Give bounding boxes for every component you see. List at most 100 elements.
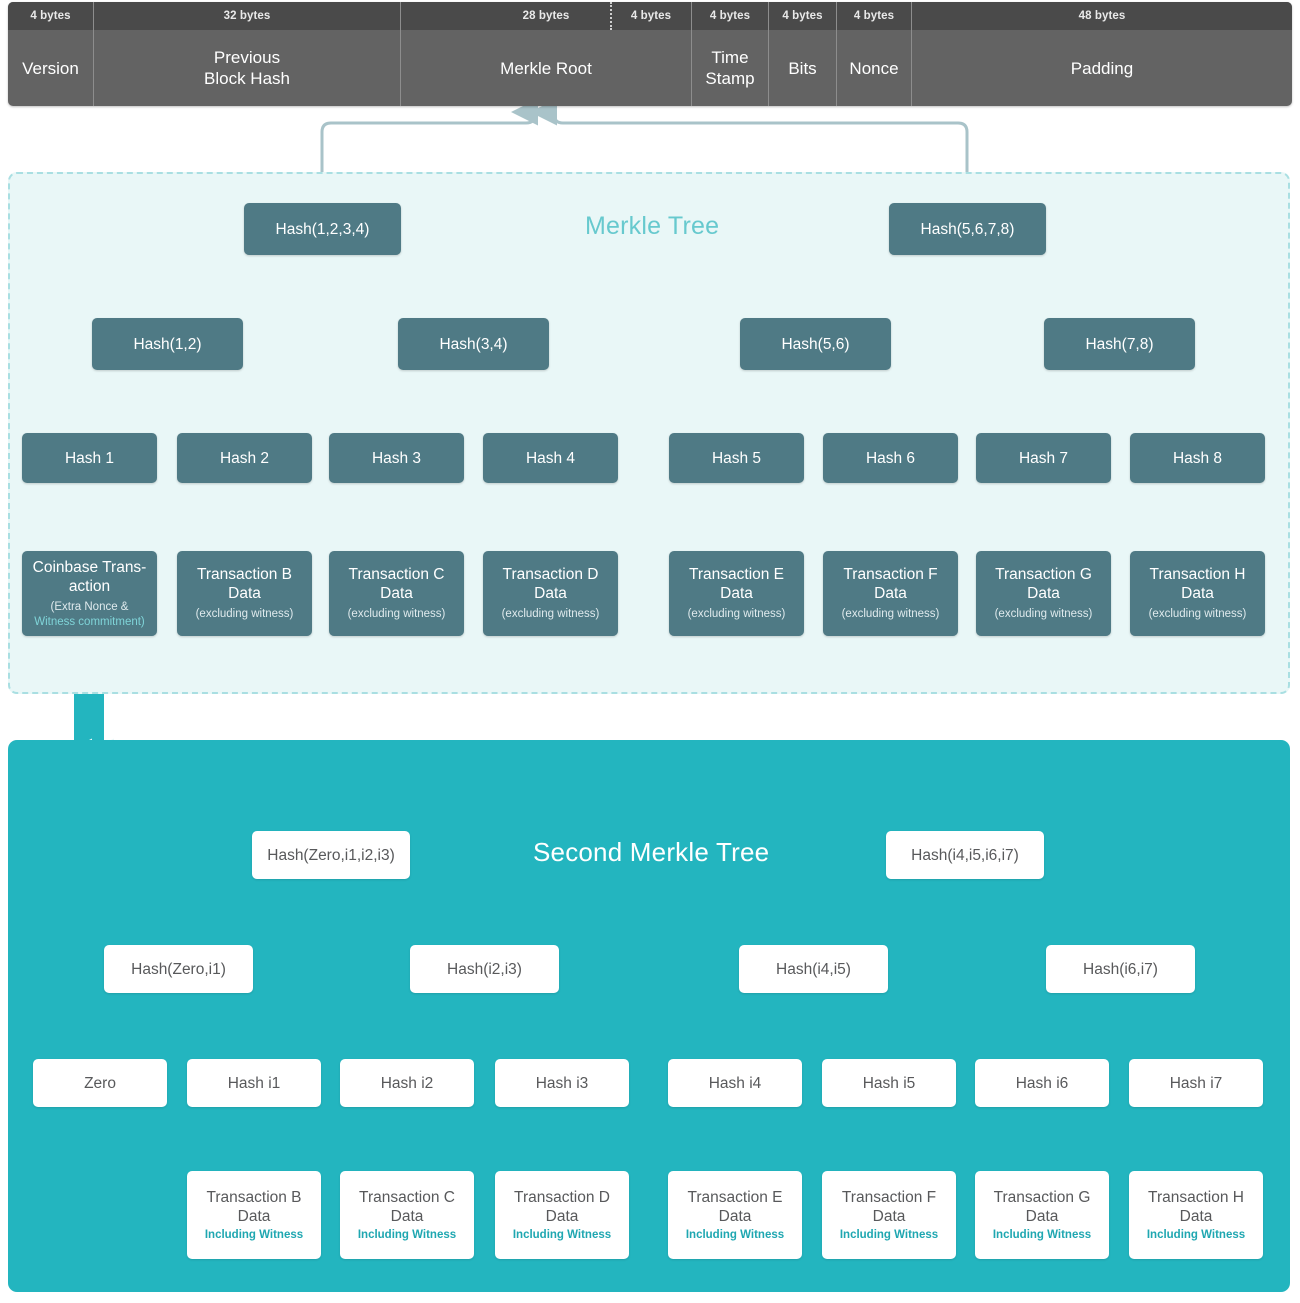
merkle-leaf-hash-7[interactable]: Hash 7	[976, 433, 1111, 483]
merkle-node-hash-56-label: Hash(5,6)	[781, 335, 850, 353]
second-merkle-tx-e[interactable]: Transaction E Data Including Witness	[668, 1171, 802, 1259]
second-merkle-node-hash-i6-i7-label: Hash(i6,i7)	[1083, 960, 1158, 978]
second-merkle-leaf-hash-i5[interactable]: Hash i5	[822, 1059, 956, 1107]
merkle-tx-e[interactable]: Transaction E Data (excluding witness)	[669, 551, 804, 636]
second-merkle-leaf-hash-i2[interactable]: Hash i2	[340, 1059, 474, 1107]
merkle-tx-coinbase-line1: Coinbase Trans-	[32, 558, 147, 576]
second-merkle-tx-g-line1: Transaction G	[993, 1188, 1091, 1206]
merkle-tx-b-line2: Data	[228, 585, 261, 602]
second-merkle-leaf-zero[interactable]: Zero	[33, 1059, 167, 1107]
header-divider-1	[93, 2, 94, 106]
second-merkle-leaf-hash-i5-label: Hash i5	[862, 1074, 916, 1092]
second-merkle-leaf-hash-i1[interactable]: Hash i1	[187, 1059, 321, 1107]
header-field-merkle-root-extra-bytes: 4 bytes	[630, 10, 672, 22]
second-merkle-tx-b-note: Including Witness	[204, 1228, 304, 1241]
header-field-padding[interactable]: 48 bytes Padding	[912, 2, 1292, 106]
merkle-tx-d-note: (excluding witness)	[501, 608, 600, 620]
header-field-merkle-root[interactable]: 28 bytes Merkle Root	[401, 2, 691, 106]
second-merkle-tx-g-note: Including Witness	[992, 1228, 1092, 1241]
merkle-tx-f-note: (excluding witness)	[841, 608, 940, 620]
merkle-leaf-hash-7-label: Hash 7	[1018, 449, 1069, 467]
second-merkle-tx-c-line2: Data	[390, 1207, 424, 1225]
merkle-node-hash-78[interactable]: Hash(7,8)	[1044, 318, 1195, 370]
header-field-nonce[interactable]: 4 bytes Nonce	[837, 2, 911, 106]
header-field-version[interactable]: 4 bytes Version	[8, 2, 93, 106]
merkle-node-hash-12[interactable]: Hash(1,2)	[92, 318, 243, 370]
second-merkle-tx-b-line2: Data	[237, 1207, 271, 1225]
second-merkle-leaf-hash-i6[interactable]: Hash i6	[975, 1059, 1109, 1107]
merkle-tx-b-note: (excluding witness)	[195, 608, 294, 620]
header-field-time-stamp[interactable]: 4 bytes Time Stamp	[692, 2, 768, 106]
second-merkle-node-hash-zero-i1-i2-i3[interactable]: Hash(Zero,i1,i2,i3)	[252, 831, 410, 879]
merkle-tx-f-line1: Transaction F	[843, 566, 938, 583]
second-merkle-leaf-hash-i6-label: Hash i6	[1015, 1074, 1069, 1092]
header-divider-6	[911, 2, 912, 106]
header-field-padding-bytes: 48 bytes	[1078, 10, 1126, 22]
second-merkle-tx-f-line1: Transaction F	[841, 1188, 937, 1206]
header-field-padding-label: Padding	[1070, 58, 1134, 78]
merkle-node-hash-5678[interactable]: Hash(5,6,7,8)	[889, 203, 1046, 255]
merkle-tx-d-line2: Data	[534, 585, 567, 602]
second-merkle-tx-c[interactable]: Transaction C Data Including Witness	[340, 1171, 474, 1259]
second-merkle-tx-f[interactable]: Transaction F Data Including Witness	[822, 1171, 956, 1259]
second-merkle-leaf-hash-i3[interactable]: Hash i3	[495, 1059, 629, 1107]
merkle-tx-c[interactable]: Transaction C Data (excluding witness)	[329, 551, 464, 636]
header-field-bits[interactable]: 4 bytes Bits	[769, 2, 836, 106]
merkle-tx-coinbase-line2: action	[68, 577, 111, 595]
merkle-tx-e-line2: Data	[720, 585, 753, 602]
merkle-tx-g-note: (excluding witness)	[994, 608, 1093, 620]
second-merkle-node-hash-zero-i1[interactable]: Hash(Zero,i1)	[104, 945, 253, 993]
merkle-leaf-hash-3-label: Hash 3	[371, 449, 422, 467]
merkle-tx-coinbase[interactable]: Coinbase Trans- action (Extra Nonce & Wi…	[22, 551, 157, 636]
second-merkle-leaf-hash-i7[interactable]: Hash i7	[1129, 1059, 1263, 1107]
merkle-leaf-hash-2[interactable]: Hash 2	[177, 433, 312, 483]
merkle-node-hash-34[interactable]: Hash(3,4)	[398, 318, 549, 370]
merkle-leaf-hash-5[interactable]: Hash 5	[669, 433, 804, 483]
merkle-leaf-hash-1[interactable]: Hash 1	[22, 433, 157, 483]
merkle-tx-g-line1: Transaction G	[995, 566, 1092, 583]
second-merkle-tx-d[interactable]: Transaction D Data Including Witness	[495, 1171, 629, 1259]
second-merkle-node-hash-zero-i1-label: Hash(Zero,i1)	[131, 960, 226, 978]
merkle-node-hash-1234[interactable]: Hash(1,2,3,4)	[244, 203, 401, 255]
merkle-node-hash-56[interactable]: Hash(5,6)	[740, 318, 891, 370]
merkle-leaf-hash-8-label: Hash 8	[1172, 449, 1223, 467]
merkle-leaf-hash-8[interactable]: Hash 8	[1130, 433, 1265, 483]
merkle-tx-h[interactable]: Transaction H Data (excluding witness)	[1130, 551, 1265, 636]
block-header: 4 bytes Version 32 bytes Previous Block …	[8, 2, 1292, 106]
header-divider-4	[768, 2, 769, 106]
second-merkle-tx-e-line1: Transaction E	[687, 1188, 783, 1206]
second-merkle-node-hash-i4-i5-i6-i7[interactable]: Hash(i4,i5,i6,i7)	[886, 831, 1044, 879]
merkle-tx-g-line2: Data	[1027, 585, 1060, 602]
header-divider-3	[691, 2, 692, 106]
second-merkle-tx-g[interactable]: Transaction G Data Including Witness	[975, 1171, 1109, 1259]
header-divider-5	[836, 2, 837, 106]
merkle-tx-b[interactable]: Transaction B Data (excluding witness)	[177, 551, 312, 636]
merkle-leaf-hash-6-label: Hash 6	[865, 449, 916, 467]
second-merkle-node-hash-i6-i7[interactable]: Hash(i6,i7)	[1046, 945, 1195, 993]
merkle-leaf-hash-3[interactable]: Hash 3	[329, 433, 464, 483]
second-merkle-leaf-hash-i3-label: Hash i3	[535, 1074, 589, 1092]
merkle-leaf-hash-4[interactable]: Hash 4	[483, 433, 618, 483]
merkle-leaf-hash-6[interactable]: Hash 6	[823, 433, 958, 483]
second-merkle-tx-h[interactable]: Transaction H Data Including Witness	[1129, 1171, 1263, 1259]
merkle-tx-c-line1: Transaction C	[348, 566, 445, 583]
header-field-merkle-root-extra[interactable]: 4 bytes	[611, 2, 691, 106]
header-divider-dotted	[610, 2, 612, 30]
second-merkle-tx-e-line2: Data	[718, 1207, 752, 1225]
second-merkle-tx-d-line2: Data	[545, 1207, 579, 1225]
merkle-leaf-hash-5-label: Hash 5	[711, 449, 762, 467]
second-merkle-leaf-hash-i2-label: Hash i2	[380, 1074, 434, 1092]
second-merkle-node-hash-i2-i3[interactable]: Hash(i2,i3)	[410, 945, 559, 993]
second-merkle-node-hash-i4-i5[interactable]: Hash(i4,i5)	[739, 945, 888, 993]
second-merkle-leaf-hash-i4[interactable]: Hash i4	[668, 1059, 802, 1107]
merkle-tx-g[interactable]: Transaction G Data (excluding witness)	[976, 551, 1111, 636]
merkle-tx-d[interactable]: Transaction D Data (excluding witness)	[483, 551, 618, 636]
second-merkle-tx-b[interactable]: Transaction B Data Including Witness	[187, 1171, 321, 1259]
merkle-tx-f[interactable]: Transaction F Data (excluding witness)	[823, 551, 958, 636]
merkle-tree-title: Merkle Tree	[585, 212, 720, 240]
header-field-previous-block-hash[interactable]: 32 bytes Previous Block Hash	[94, 2, 400, 106]
second-merkle-leaf-hash-i7-label: Hash i7	[1169, 1074, 1223, 1092]
header-field-nonce-label: Nonce	[849, 58, 899, 78]
header-field-version-bytes: 4 bytes	[30, 10, 71, 22]
second-merkle-tx-c-line1: Transaction C	[359, 1188, 455, 1206]
